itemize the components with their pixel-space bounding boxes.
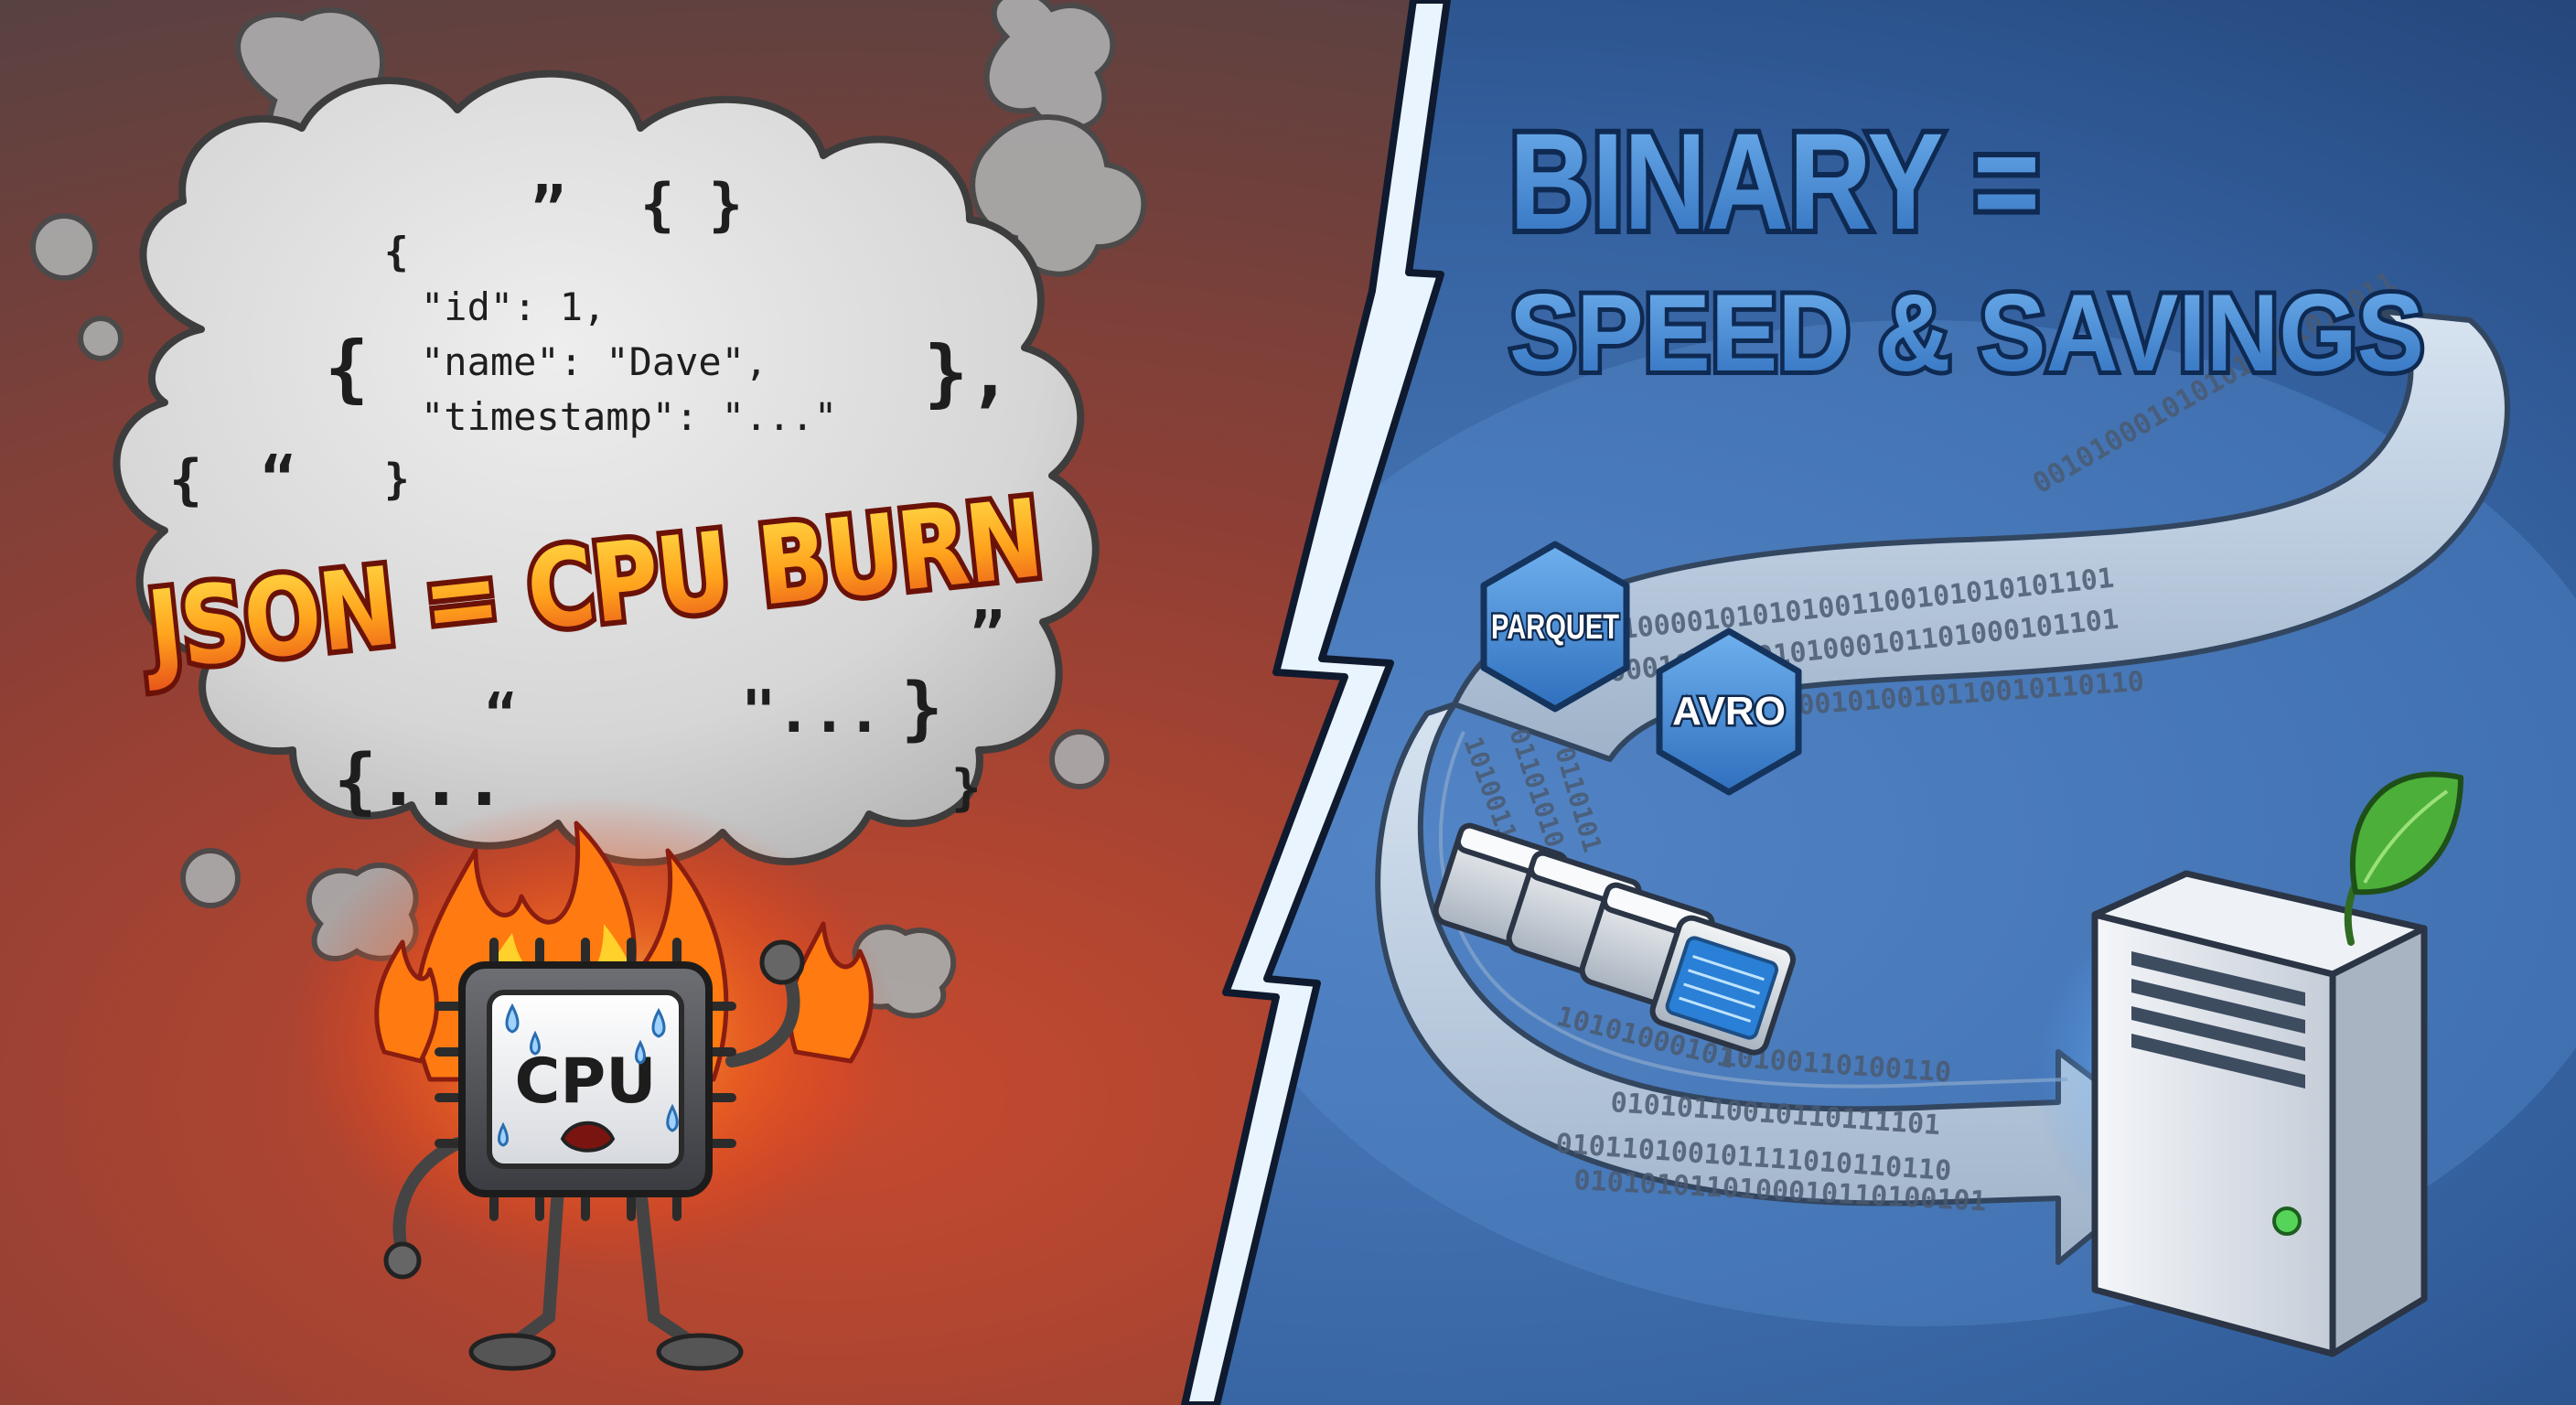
- glyph-quote-2: “: [261, 445, 296, 513]
- json-smoke-cloud: [113, 70, 1100, 866]
- binary-headline-line2: SPEED & SAVINGS: [1509, 272, 2424, 394]
- binary-ribbon-lower: [1375, 702, 2194, 1265]
- code-line-timestamp: "timestamp": "...": [421, 394, 837, 439]
- green-leaf-icon: [2344, 771, 2463, 946]
- format-badge-parquet: PARQUET: [1480, 541, 1630, 713]
- glyph-quote-1: ”: [531, 176, 566, 243]
- glyph-brace-left: {: [169, 448, 202, 512]
- format-badge-avro: AVRO: [1656, 627, 1802, 796]
- json-left-panel: ” { } { { }, { “ } ” “ "... } {... } "id…: [30, 0, 1147, 1371]
- glyph-braces: { }: [640, 171, 743, 238]
- glyph-quote-4: “: [485, 682, 517, 745]
- server-tower-icon: [2091, 870, 2428, 1357]
- avro-label: AVRO: [1672, 689, 1786, 734]
- glyph-brace-close-3: }: [951, 759, 982, 817]
- binary-headline-line1: BINARY =: [1509, 104, 2040, 258]
- sweating-cpu-chip-icon: CPU: [383, 938, 805, 1371]
- data-blocks: [1433, 822, 1796, 1056]
- json-code-fragments: ” { } { { }, { “ } ” “ "... } {... } "id…: [169, 171, 1012, 822]
- glyph-brace-close: },: [924, 330, 1012, 415]
- code-line-id: "id": 1,: [421, 284, 606, 329]
- binary-headline-group: BINARY = SPEED & SAVINGS: [1504, 99, 2429, 399]
- cpu-chip-label: CPU: [515, 1046, 657, 1118]
- glyph-ellipsis-quote: "...: [741, 679, 882, 746]
- glyph-brace-close-2: }: [901, 667, 943, 748]
- parquet-label: PARQUET: [1491, 608, 1619, 647]
- glyph-brace-small: {: [384, 229, 409, 275]
- lightning-divider-icon: [1181, 0, 1451, 1405]
- glyph-quote-3: ”: [970, 601, 1005, 669]
- glyph-brace-large: {: [325, 326, 369, 411]
- glyph-brace-ellipsis: {...: [334, 740, 506, 822]
- code-line-name: "name": "Dave",: [421, 339, 767, 384]
- glyph-brace-right-small: }: [384, 455, 410, 504]
